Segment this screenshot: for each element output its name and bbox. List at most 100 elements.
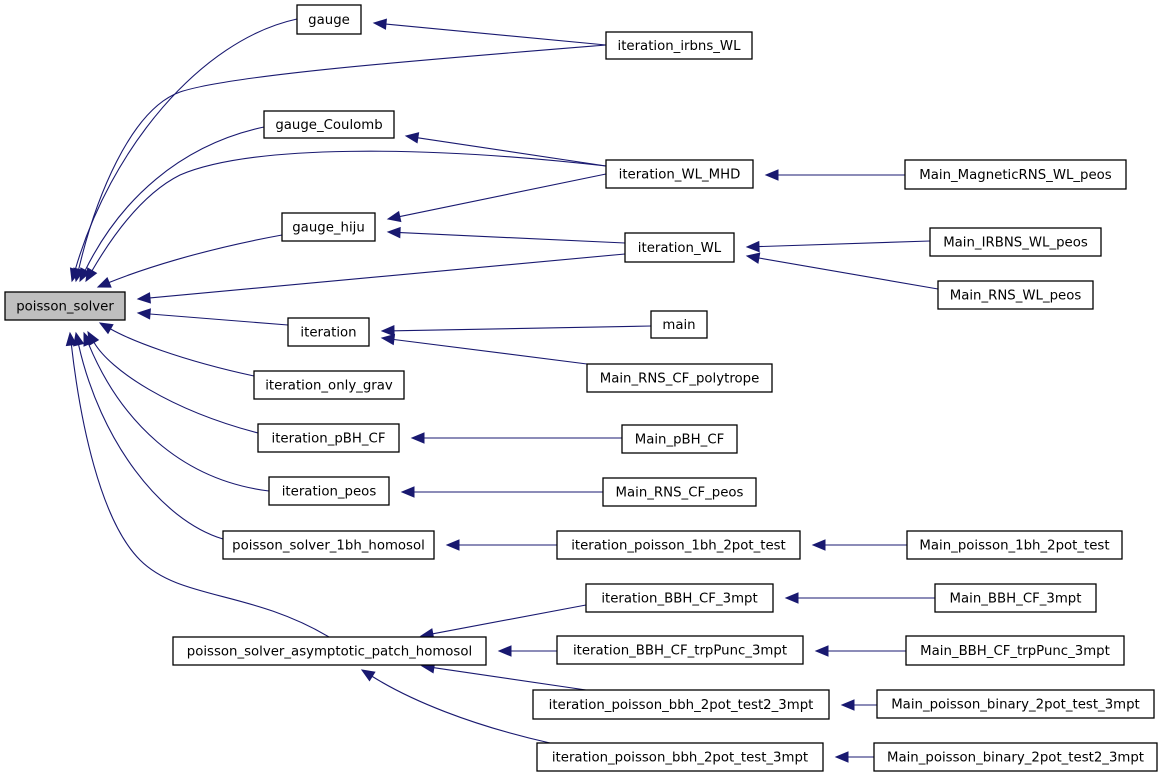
arrowhead (73, 331, 85, 347)
call-edge-poisson_solver_asymptotic_patch_homosol-to-poisson_solver (65, 331, 330, 638)
node-gauge_hiju[interactable]: gauge_hiju (281, 212, 376, 242)
node-iteration_only_grav[interactable]: iteration_only_grav (253, 370, 405, 400)
node-Main_BBH_CF_3mpt[interactable]: Main_BBH_CF_3mpt (934, 583, 1097, 613)
node-box[interactable] (268, 476, 390, 506)
node-box[interactable] (605, 31, 753, 60)
call-edge-iteration_WL_MHD-to-gauge_Coulomb (404, 132, 607, 167)
node-box[interactable] (929, 227, 1102, 257)
node-Main_IRBNS_WL_peos[interactable]: Main_IRBNS_WL_peos (929, 227, 1102, 257)
node-label: iteration_only_grav (265, 379, 393, 394)
node-box[interactable] (624, 232, 735, 263)
node-box[interactable] (532, 689, 830, 720)
node-iteration_poisson_1bh_2pot_test[interactable]: iteration_poisson_1bh_2pot_test (556, 530, 801, 560)
arrowhead (814, 645, 829, 657)
node-Main_RNS_CF_polytrope[interactable]: Main_RNS_CF_polytrope (586, 363, 773, 393)
node-box[interactable] (934, 583, 1097, 613)
node-iteration_WL[interactable]: iteration_WL (624, 232, 735, 263)
node-box[interactable] (257, 423, 400, 453)
node-box[interactable] (602, 477, 757, 507)
node-box[interactable] (605, 159, 754, 189)
node-poisson_solver_asymptotic_patch_homosol[interactable]: poisson_solver_asymptotic_patch_homosol (172, 636, 487, 666)
node-iteration_poisson_bbh_2pot_test_3mpt[interactable]: iteration_poisson_bbh_2pot_test_3mpt (536, 742, 824, 772)
node-label: iteration_poisson_bbh_2pot_test_3mpt (552, 751, 808, 766)
call-edge-iteration_BBH_CF_3mpt-to-poisson_solver_asymptotic_patch_homosol (419, 604, 587, 640)
node-box[interactable] (4, 291, 126, 321)
call-edge-iteration_WL-to-gauge_hiju (386, 226, 626, 244)
call-edge-iteration_poisson_1bh_2pot_test-to-poisson_solver_1bh_homosol (445, 539, 557, 551)
node-box[interactable] (650, 310, 708, 339)
arrowhead (360, 669, 376, 682)
node-poisson_solver[interactable]: poisson_solver (4, 291, 126, 321)
node-iteration_WL_MHD[interactable]: iteration_WL_MHD (605, 159, 754, 189)
arrowhead (745, 252, 761, 264)
node-Main_poisson_binary_2pot_test_3mpt[interactable]: Main_poisson_binary_2pot_test_3mpt (876, 689, 1155, 719)
node-box[interactable] (876, 689, 1155, 719)
call-edge-gauge-to-poisson_solver (69, 18, 298, 283)
node-label: Main_BBH_CF_3mpt (950, 592, 1082, 607)
node-Main_MagneticRNS_WL_peos[interactable]: Main_MagneticRNS_WL_peos (904, 159, 1127, 190)
call-edge-iteration_pBH_CF-to-poisson_solver (87, 330, 259, 434)
call-edge-iteration_WL_MHD-to-poisson_solver (85, 150, 607, 283)
arrowhead (764, 169, 779, 181)
graph-edges (65, 18, 939, 763)
node-poisson_solver_1bh_homosol[interactable]: poisson_solver_1bh_homosol (222, 530, 435, 560)
arrowhead (380, 325, 395, 337)
arrowhead (386, 226, 401, 239)
node-label: iteration_WL (638, 241, 722, 256)
node-Main_RNS_WL_peos[interactable]: Main_RNS_WL_peos (937, 280, 1094, 310)
node-Main_RNS_CF_peos[interactable]: Main_RNS_CF_peos (602, 477, 757, 507)
node-iteration_peos[interactable]: iteration_peos (268, 476, 390, 506)
node-label: iteration_peos (282, 485, 377, 500)
node-Main_BBH_CF_trpPunc_3mpt[interactable]: Main_BBH_CF_trpPunc_3mpt (905, 635, 1125, 666)
node-box[interactable] (556, 635, 804, 665)
node-label: Main_BBH_CF_trpPunc_3mpt (920, 644, 1110, 659)
node-box[interactable] (556, 530, 801, 560)
node-box[interactable] (536, 742, 824, 772)
call-edge-iteration_WL_MHD-to-gauge_hiju (386, 173, 607, 223)
call-edge-iteration_only_grav-to-poisson_solver (98, 322, 255, 377)
edge-line (70, 344, 330, 638)
node-box[interactable] (621, 424, 738, 454)
node-box[interactable] (586, 363, 773, 393)
node-iteration_irbns_WL[interactable]: iteration_irbns_WL (605, 31, 753, 60)
node-iteration[interactable]: iteration (287, 317, 370, 347)
node-label: Main_MagneticRNS_WL_peos (919, 168, 1112, 183)
node-box[interactable] (905, 635, 1125, 666)
node-box[interactable] (873, 742, 1158, 772)
node-iteration_BBH_CF_3mpt[interactable]: iteration_BBH_CF_3mpt (585, 583, 774, 613)
node-label: Main_poisson_binary_2pot_test2_3mpt (887, 751, 1144, 766)
node-box[interactable] (172, 636, 487, 666)
node-iteration_pBH_CF[interactable]: iteration_pBH_CF (257, 423, 400, 453)
node-main[interactable]: main (650, 310, 708, 339)
node-iteration_poisson_bbh_2pot_test2_3mpt[interactable]: iteration_poisson_bbh_2pot_test2_3mpt (532, 689, 830, 720)
node-iteration_BBH_CF_trpPunc_3mpt[interactable]: iteration_BBH_CF_trpPunc_3mpt (556, 635, 804, 665)
arrowhead (386, 210, 402, 223)
node-Main_poisson_binary_2pot_test2_3mpt[interactable]: Main_poisson_binary_2pot_test2_3mpt (873, 742, 1158, 772)
node-gauge[interactable]: gauge (296, 4, 362, 35)
node-box[interactable] (263, 110, 395, 139)
node-label: gauge_hiju (292, 221, 365, 236)
node-label: poisson_solver_1bh_homosol (232, 539, 425, 554)
node-box[interactable] (222, 530, 435, 560)
node-Main_poisson_1bh_2pot_test[interactable]: Main_poisson_1bh_2pot_test (906, 530, 1123, 560)
node-box[interactable] (281, 212, 376, 242)
call-edge-gauge_Coulomb-to-poisson_solver (79, 126, 265, 283)
edge-line (149, 313, 289, 326)
node-Main_pBH_CF[interactable]: Main_pBH_CF (621, 424, 738, 454)
node-box[interactable] (296, 4, 362, 35)
edge-line (393, 325, 652, 332)
node-box[interactable] (906, 530, 1123, 560)
node-box[interactable] (585, 583, 774, 613)
node-box[interactable] (253, 370, 405, 400)
call-edge-iteration_WL-to-poisson_solver (136, 253, 626, 304)
node-box[interactable] (287, 317, 370, 347)
call-edge-Main_poisson_1bh_2pot_test-to-iteration_poisson_1bh_2pot_test (811, 539, 907, 551)
node-box[interactable] (937, 280, 1094, 310)
edge-line (78, 44, 607, 270)
arrowhead (840, 699, 855, 711)
node-gauge_Coulomb[interactable]: gauge_Coulomb (263, 110, 395, 139)
call-edge-Main_BBH_CF_3mpt-to-iteration_BBH_CF_3mpt (784, 592, 935, 604)
edge-line (433, 667, 587, 691)
node-box[interactable] (904, 159, 1127, 190)
